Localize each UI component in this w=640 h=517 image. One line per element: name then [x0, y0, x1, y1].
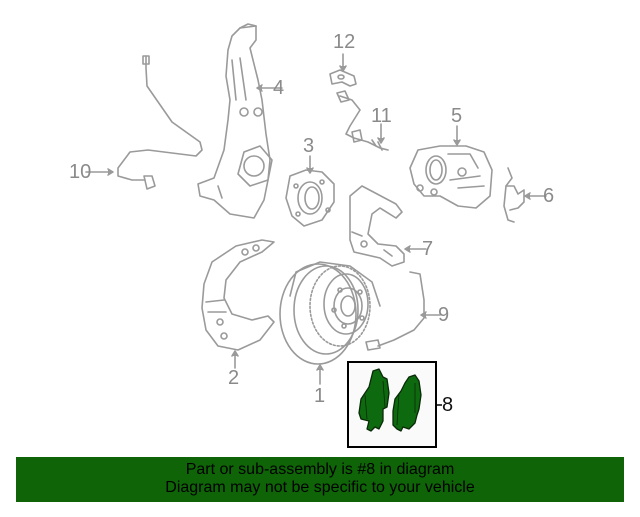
hose-bracket-illustration [329, 69, 357, 87]
splash-shield-illustration [201, 239, 275, 351]
callout-7[interactable]: 7 [422, 238, 434, 260]
callout-3[interactable]: 3 [303, 135, 315, 157]
banner-line-part: Part or sub-assembly is #8 in diagram [185, 461, 455, 478]
callout-5[interactable]: 5 [451, 105, 463, 127]
caliper-bracket-illustration [349, 185, 405, 267]
banner-line-disclaimer: Diagram may not be specific to your vehi… [165, 479, 475, 496]
callout-8[interactable]: 8 [442, 394, 454, 416]
wear-sensor-illustration [365, 271, 425, 351]
callout-12[interactable]: 12 [333, 31, 356, 53]
callout-9[interactable]: 9 [438, 304, 450, 326]
steering-knuckle-illustration [197, 23, 273, 219]
callout-6[interactable]: 6 [543, 185, 555, 207]
brake-pads-highlight-box[interactable] [347, 361, 437, 448]
brake-rotor-illustration [279, 261, 381, 365]
callout-4[interactable]: 4 [273, 77, 285, 99]
wheel-hub-illustration [285, 169, 335, 227]
callout-10[interactable]: 10 [69, 161, 92, 183]
callout-1[interactable]: 1 [314, 385, 326, 407]
callout-11[interactable]: 11 [371, 105, 392, 127]
brake-pads-icon [358, 368, 422, 432]
info-banner: Part or sub-assembly is #8 in diagram Di… [16, 457, 624, 502]
callout-2[interactable]: 2 [228, 367, 240, 389]
brake-hose-illustration [336, 90, 389, 151]
brake-caliper-illustration [409, 145, 493, 209]
spring-clip-illustration [503, 167, 525, 223]
abs-sensor-illustration [117, 55, 203, 190]
